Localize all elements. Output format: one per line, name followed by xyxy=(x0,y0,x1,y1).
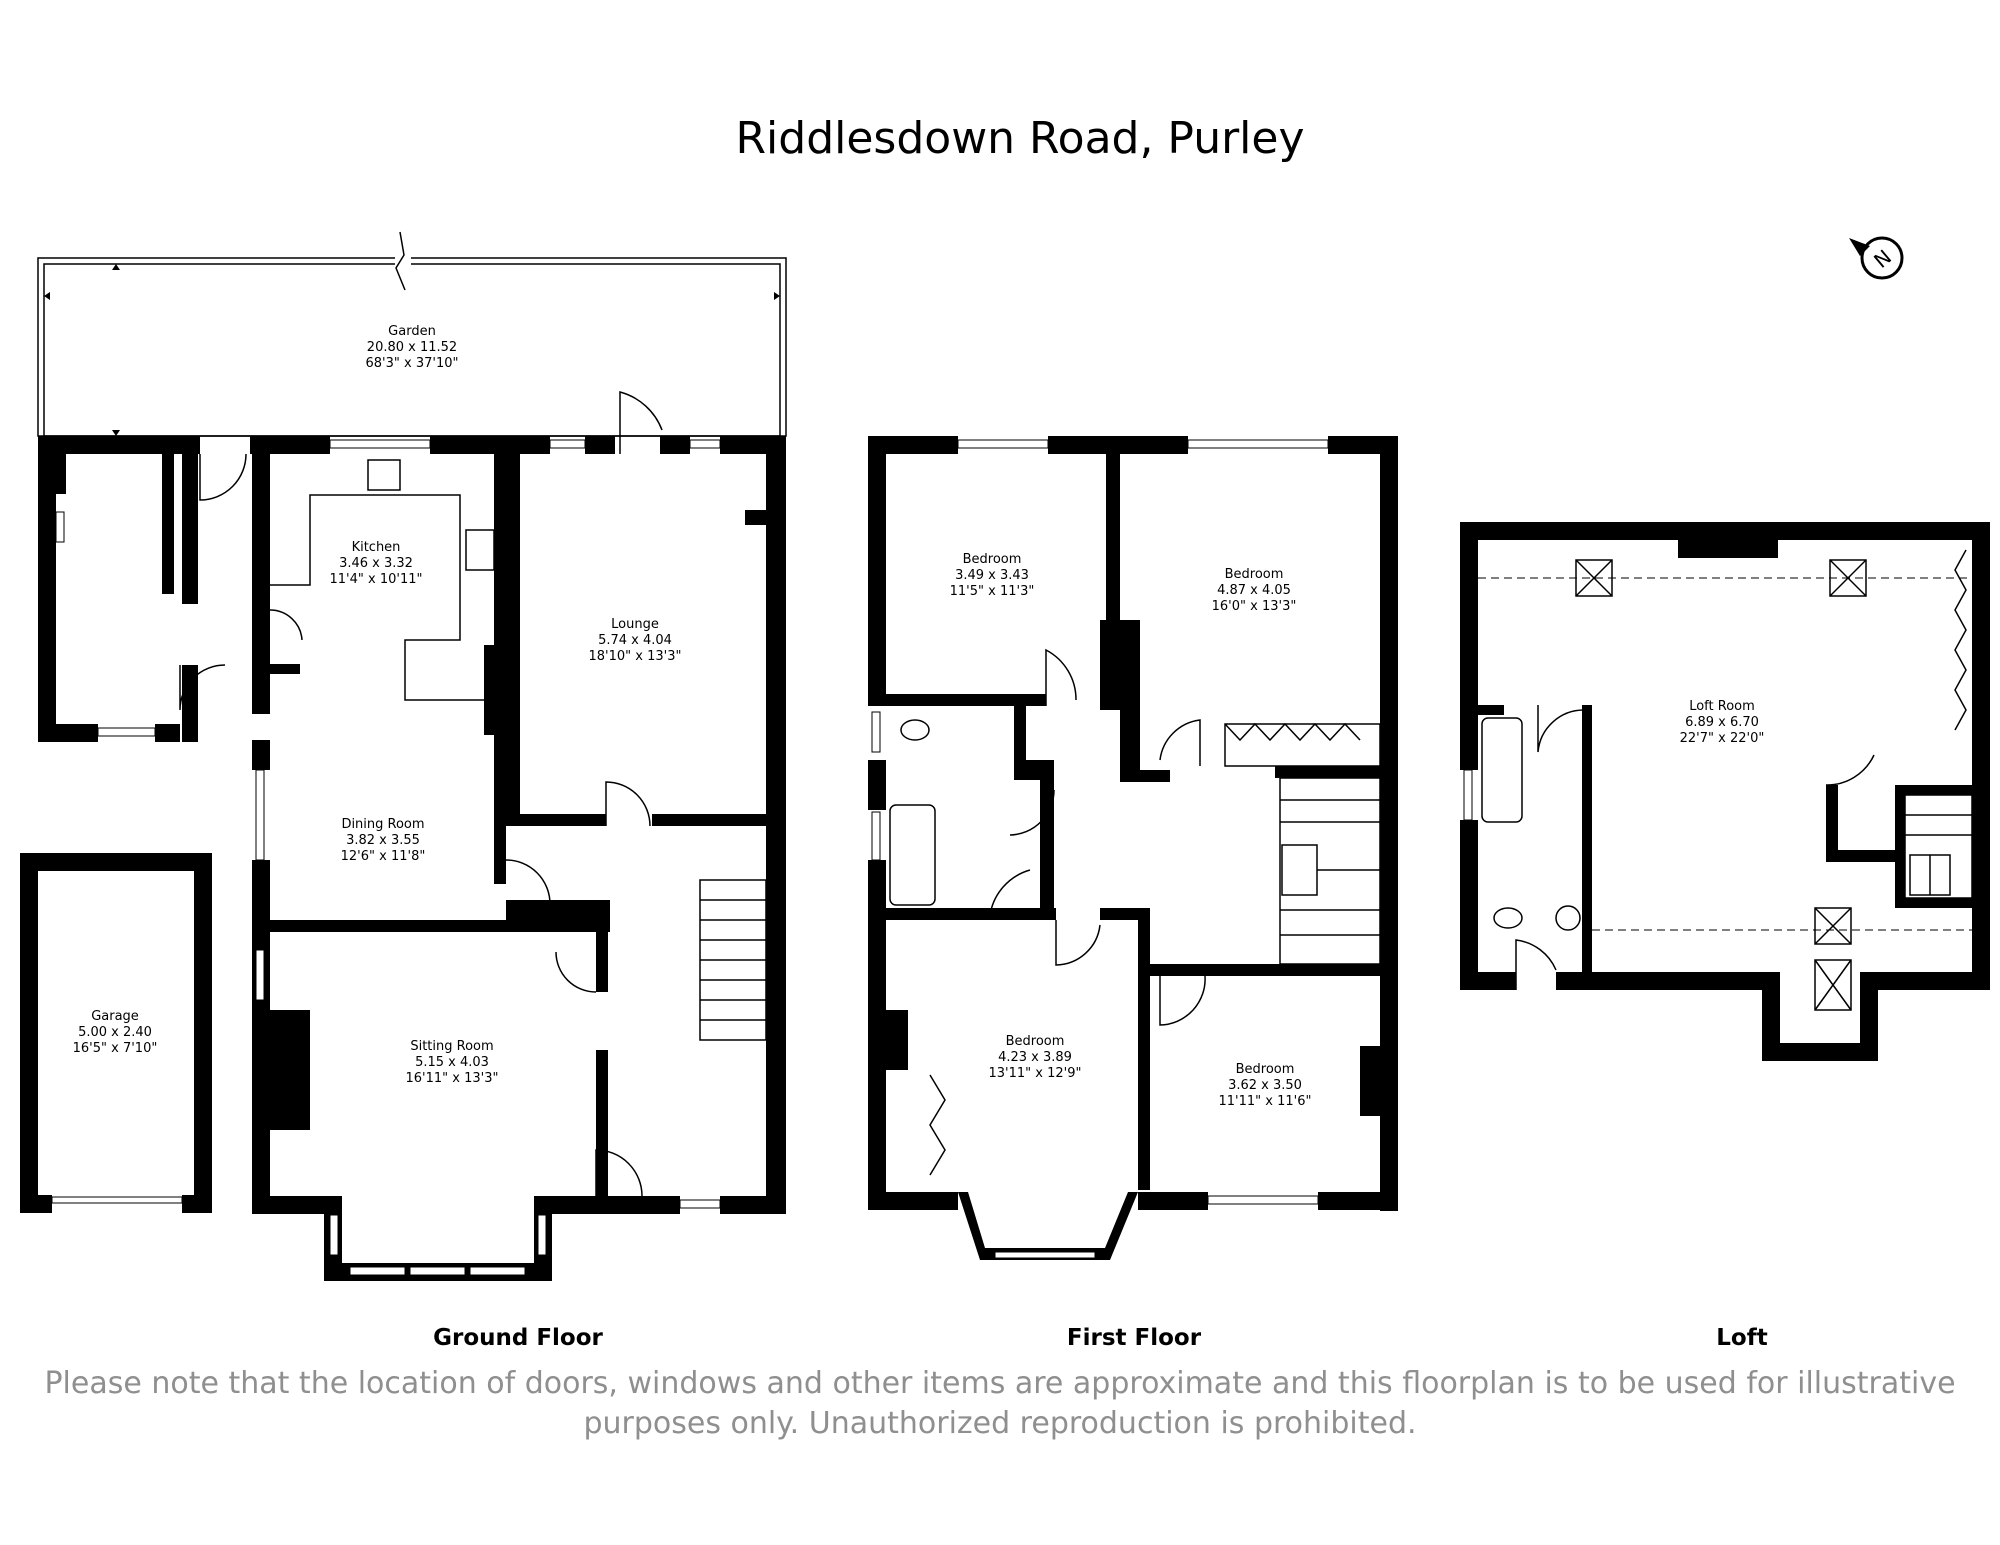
room-label-dining-room: Dining Room 3.82 x 3.55 12'6" x 11'8" xyxy=(341,817,426,864)
svg-text:Garage: Garage xyxy=(91,1009,139,1024)
room-label-bedroom-2: Bedroom 4.87 x 4.05 16'0" x 13'3" xyxy=(1212,567,1297,614)
svg-text:16'11" x 13'3": 16'11" x 13'3" xyxy=(406,1071,499,1086)
svg-text:4.23 x 3.89: 4.23 x 3.89 xyxy=(998,1050,1072,1065)
room-label-kitchen: Kitchen 3.46 x 3.32 11'4" x 10'11" xyxy=(330,540,423,587)
skylight-icon xyxy=(1814,907,1852,945)
ground-floor-plan xyxy=(20,230,787,1281)
page-title: Riddlesdown Road, Purley xyxy=(735,113,1304,164)
disclaimer-line-2: purposes only. Unauthorized reproduction… xyxy=(583,1406,1417,1441)
svg-text:4.87 x 4.05: 4.87 x 4.05 xyxy=(1217,583,1291,598)
svg-text:5.00 x 2.40: 5.00 x 2.40 xyxy=(78,1025,152,1040)
skylight-icon xyxy=(1575,559,1613,597)
room-label-bedroom-1: Bedroom 3.49 x 3.43 11'5" x 11'3" xyxy=(950,552,1035,599)
svg-text:11'4" x 10'11": 11'4" x 10'11" xyxy=(330,572,423,587)
north-arrow-icon: N xyxy=(1849,236,1904,280)
room-label-loft-room: Loft Room 6.89 x 6.70 22'7" x 22'0" xyxy=(1680,699,1765,746)
first-floor-bathroom-fixtures xyxy=(889,719,936,906)
svg-text:3.49 x 3.43: 3.49 x 3.43 xyxy=(955,568,1029,583)
room-label-sitting-room: Sitting Room 5.15 x 4.03 16'11" x 13'3" xyxy=(406,1039,499,1086)
floor-label-first: First Floor xyxy=(1067,1325,1202,1351)
svg-text:Garden: Garden xyxy=(388,324,436,339)
svg-text:12'6" x 11'8": 12'6" x 11'8" xyxy=(341,849,426,864)
svg-text:13'11" x 12'9": 13'11" x 12'9" xyxy=(989,1066,1082,1081)
first-floor-plan xyxy=(868,436,1398,1260)
first-floor-wardrobes xyxy=(929,722,1381,1176)
svg-text:18'10" x 13'3": 18'10" x 13'3" xyxy=(589,649,682,664)
svg-text:Sitting Room: Sitting Room xyxy=(410,1039,493,1054)
svg-text:5.74 x 4.04: 5.74 x 4.04 xyxy=(598,633,672,648)
svg-text:Loft Room: Loft Room xyxy=(1689,699,1755,714)
garden-outline xyxy=(37,230,787,437)
skylight-icon xyxy=(1829,559,1867,597)
svg-text:68'3" x 37'10": 68'3" x 37'10" xyxy=(366,356,459,371)
floor-label-ground: Ground Floor xyxy=(433,1325,603,1351)
svg-text:Kitchen: Kitchen xyxy=(352,540,401,555)
svg-text:5.15 x 4.03: 5.15 x 4.03 xyxy=(415,1055,489,1070)
svg-text:Bedroom: Bedroom xyxy=(1006,1034,1065,1049)
room-labels: Garden 20.80 x 11.52 68'3" x 37'10" Kitc… xyxy=(73,324,1765,1109)
svg-text:20.80 x 11.52: 20.80 x 11.52 xyxy=(367,340,457,355)
svg-text:Bedroom: Bedroom xyxy=(963,552,1022,567)
svg-text:3.62 x 3.50: 3.62 x 3.50 xyxy=(1228,1078,1302,1093)
svg-text:Bedroom: Bedroom xyxy=(1236,1062,1295,1077)
skylight-icon xyxy=(1814,959,1852,1011)
svg-text:16'5" x 7'10": 16'5" x 7'10" xyxy=(73,1041,158,1056)
disclaimer: Please note that the location of doors, … xyxy=(0,1364,2000,1444)
room-label-bedroom-4: Bedroom 3.62 x 3.50 11'11" x 11'6" xyxy=(1219,1062,1312,1109)
svg-text:3.46 x 3.32: 3.46 x 3.32 xyxy=(339,556,413,571)
ground-house-walls xyxy=(38,391,786,1281)
svg-text:11'11" x 11'6": 11'11" x 11'6" xyxy=(1219,1094,1312,1109)
svg-text:11'5" x 11'3": 11'5" x 11'3" xyxy=(950,584,1035,599)
loft-bathroom-fixtures xyxy=(1481,717,1581,931)
svg-text:3.82 x 3.55: 3.82 x 3.55 xyxy=(346,833,420,848)
svg-text:22'7" x 22'0": 22'7" x 22'0" xyxy=(1680,731,1765,746)
loft-staircase xyxy=(1904,794,1973,899)
first-floor-staircase xyxy=(1279,777,1381,965)
floor-label-loft: Loft xyxy=(1716,1325,1767,1351)
loft-plan xyxy=(1460,522,1990,1061)
room-label-bedroom-3: Bedroom 4.23 x 3.89 13'11" x 12'9" xyxy=(989,1034,1082,1081)
svg-text:Dining Room: Dining Room xyxy=(341,817,424,832)
svg-text:Lounge: Lounge xyxy=(611,617,659,632)
ground-staircase xyxy=(699,879,767,1041)
room-label-garage: Garage 5.00 x 2.40 16'5" x 7'10" xyxy=(73,1009,158,1056)
svg-text:16'0" x 13'3": 16'0" x 13'3" xyxy=(1212,599,1297,614)
garage-walls xyxy=(20,853,212,1213)
svg-text:6.89 x 6.70: 6.89 x 6.70 xyxy=(1685,715,1759,730)
room-label-lounge: Lounge 5.74 x 4.04 18'10" x 13'3" xyxy=(589,617,682,664)
room-label-garden: Garden 20.80 x 11.52 68'3" x 37'10" xyxy=(366,324,459,371)
svg-text:Bedroom: Bedroom xyxy=(1225,567,1284,582)
disclaimer-line-1: Please note that the location of doors, … xyxy=(44,1366,1956,1401)
